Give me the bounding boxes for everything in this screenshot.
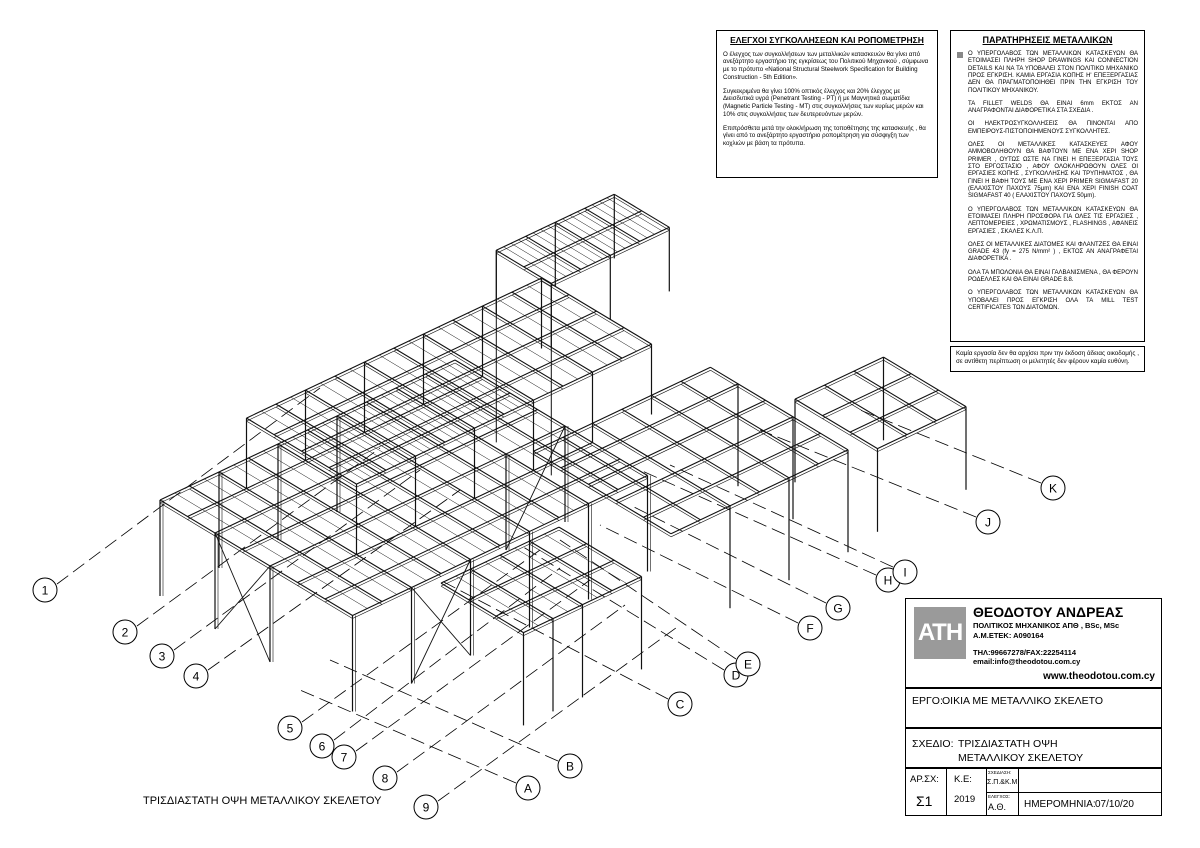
drawing-value-line1: ΤΡΙΣΔΙΑΣΤΑΤΗ ΟΨΗ xyxy=(958,738,1058,750)
grid-axis-lines xyxy=(56,387,1042,802)
grid-bubble-6-label: 6 xyxy=(319,740,326,754)
grid-bubble-K: K xyxy=(1040,475,1066,501)
permit-warning-text: Καμία εργασία δεν θα αρχίσει πριν την έκ… xyxy=(956,350,1139,366)
grid-bubble-9: 9 xyxy=(413,794,439,820)
firm-logo: ΑΤΗ xyxy=(914,607,966,659)
welding-notes-box: ΕΛΕΓΧΟΙ ΣΥΓΚΟΛΛΗΣΕΩΝ ΚΑΙ ΡΟΠΟΜΕΤΡΗΣΗ Ο έ… xyxy=(716,30,938,178)
grid-bubble-5: 5 xyxy=(277,715,303,741)
grid-bubble-4-label: 4 xyxy=(193,670,200,684)
grid-bubble-1-label: 1 xyxy=(42,584,49,598)
sheet-number-value: Σ1 xyxy=(916,793,933,809)
grid-bubble-A: A xyxy=(515,775,541,801)
grid-bubble-2: 2 xyxy=(112,619,138,645)
steel-notes-box: ΠΑΡΑΤΗΡΗΣΕΙΣ ΜΕΤΑΛΛΙΚΩΝ Ο ΥΠΕΡΓΟΛΑΒΟΣ ΤΩ… xyxy=(950,30,1145,342)
grid-bubble-G: G xyxy=(825,595,851,621)
ke-label: Κ.Ε: xyxy=(954,774,972,785)
grid-bubble-7-label: 7 xyxy=(341,751,348,765)
grid-bubble-F: F xyxy=(797,615,823,641)
firm-phone: ΤΗΛ:99667278/FAX:22254114 xyxy=(973,648,1076,657)
steel-frame-3d xyxy=(159,193,967,726)
firm-credentials: ΠΟΛΙΤΙΚΟΣ ΜΗΧΑΝΙΚΟΣ ΑΠΘ , BSc, MSc xyxy=(973,621,1120,630)
bullet-square-icon xyxy=(957,51,963,58)
date-value: 07/10/20 xyxy=(1095,799,1134,810)
grid-bubble-1: 1 xyxy=(32,577,58,603)
grid-bubble-C-label: C xyxy=(676,698,685,712)
checked-by-label: ΕΛΕΓΧΟΣ: xyxy=(988,794,1011,799)
grid-bubbles: 1 2 3 4 5 6 7 8 9 A B C DE F G HI J K xyxy=(32,475,1066,820)
grid-bubble-8: 8 xyxy=(372,765,398,791)
steel-note-4: ΟΛΕΣ ΟΙ ΜΕΤΑΛΛΙΚΕΣ ΚΑΤΑΣΚΕΥΕΣ ΑΦΟΥ ΑΜΜΟΒ… xyxy=(968,142,1138,200)
grid-bubble-7: 7 xyxy=(331,744,357,770)
drawing-label: ΣΧΕΔΙΟ: xyxy=(912,738,954,750)
steel-notes-title: ΠΑΡΑΤΗΡΗΣΕΙΣ ΜΕΤΑΛΛΙΚΩΝ xyxy=(982,35,1113,45)
grid-bubble-G-label: G xyxy=(833,602,842,616)
steel-note-1: Ο ΥΠΕΡΓΟΛΑΒΟΣ ΤΩΝ ΜΕΤΑΛΛΙΚΩΝ ΚΑΤΑΣΚΕΥΩΝ … xyxy=(968,50,1138,94)
checked-by-value: Α.Θ. xyxy=(988,802,1007,812)
project-label: ΕΡΓΟ: xyxy=(912,695,943,707)
grid-bubble-3: 3 xyxy=(149,643,175,669)
grid-bubble-J-label: J xyxy=(985,516,991,530)
drawn-by-value: Σ.Π.&Κ.Μ. xyxy=(987,779,1020,786)
ke-value: 2019 xyxy=(954,794,976,805)
welding-notes-title: ΕΛΕΓΧΟΙ ΣΥΓΚΟΛΛΗΣΕΩΝ ΚΑΙ ΡΟΠΟΜΕΤΡΗΣΗ xyxy=(730,35,924,45)
grid-bubble-F-label: F xyxy=(806,622,813,636)
grid-bubble-5-label: 5 xyxy=(287,722,294,736)
welding-note-2: Συγκεκριμένα θα γίνει 100% οπτικός έλεγχ… xyxy=(723,87,924,118)
grid-bubble-H-label: H xyxy=(884,574,893,588)
firm-stamp-box: ΑΤΗ ΘΕΟΔΟΤΟΥ ΑΝΔΡΕΑΣ ΠΟΛΙΤΙΚΟΣ ΜΗΧΑΝΙΚΟΣ… xyxy=(905,598,1162,688)
grid-bubble-4: 4 xyxy=(183,663,209,689)
grid-bubble-I-label: I xyxy=(903,566,906,580)
welding-note-3: Επιπρόσθετα μετά την ολοκλήρωση της τοπο… xyxy=(723,124,926,148)
firm-email: email:info@theodotou.com.cy xyxy=(973,657,1081,666)
steel-note-3: ΟΙ ΗΛΕΚΤΡΟΣΥΓΚΟΛΛΗΣΕΙΣ ΘΑ ΠΙΝΟΝΤΑΙ ΑΠΟ Ε… xyxy=(968,121,1138,135)
steel-note-2: ΤΑ FILLET WELDS ΘΑ ΕΙΝΑΙ 6mm ΕΚΤΟΣ ΑΝ ΑΝ… xyxy=(968,100,1138,115)
steel-note-8: Ο ΥΠΕΡΓΟΛΑΒΟΣ ΤΩΝ ΜΕΤΑΛΛΙΚΩΝ ΚΑΤΑΣΚΕΥΩΝ … xyxy=(968,290,1138,312)
sheet-info-row: ΑΡ.ΣΧ: Σ1 Κ.Ε: 2019 ΣΧΕΔΙΑΣΗ: Σ.Π.&Κ.Μ. … xyxy=(905,768,1162,816)
drawing-row: ΣΧΕΔΙΟ: ΤΡΙΣΔΙΑΣΤΑΤΗ ΟΨΗ ΜΕΤΑΛΛΙΚΟΥ ΣΚΕΛ… xyxy=(905,728,1162,768)
grid-bubble-A-label: A xyxy=(524,782,532,796)
sheet-number-label: ΑΡ.ΣΧ: xyxy=(910,774,939,785)
drawing-value-line2: ΜΕΤΑΛΛΙΚΟΥ ΣΚΕΛΕΤΟΥ xyxy=(958,752,1084,764)
date-label: ΗΜΕΡΟΜΗΝΙΑ: xyxy=(1024,799,1096,810)
steel-note-6: ΟΛΕΣ ΟΙ ΜΕΤΑΛΛΙΚΕΣ ΔΙΑΤΟΜΕΣ ΚΑΙ ΦΛΑΝΤΖΕΣ… xyxy=(968,241,1138,263)
firm-registration: Α.Μ.ΕΤΕΚ: Α090164 xyxy=(973,631,1044,640)
grid-bubble-E-label: E xyxy=(744,658,752,672)
grid-bubble-B-label: B xyxy=(566,760,574,774)
grid-bubble-2-label: 2 xyxy=(122,626,129,640)
grid-bubble-9-label: 9 xyxy=(423,801,430,815)
steel-note-5: Ο ΥΠΕΡΓΟΛΑΒΟΣ ΤΩΝ ΜΕΤΑΛΛΙΚΩΝ ΚΑΤΑΣΚΕΥΩΝ … xyxy=(968,206,1138,235)
firm-logo-text: ΑΤΗ xyxy=(917,619,963,646)
project-value: ΟΙΚΙΑ ΜΕ ΜΕΤΑΛΛΙΚΟ ΣΚΕΛΕΤΟ xyxy=(942,695,1104,707)
grid-bubble-B: B xyxy=(557,753,583,779)
grid-bubble-J: J xyxy=(975,509,1001,535)
firm-website: www.theodotou.com.cy xyxy=(1043,671,1155,682)
grid-bubble-6: 6 xyxy=(309,733,335,759)
permit-warning-note: Καμία εργασία δεν θα αρχίσει πριν την έκ… xyxy=(950,346,1145,372)
grid-bubble-E: E xyxy=(735,651,761,677)
grid-bubble-3-label: 3 xyxy=(159,650,166,664)
grid-bubble-D-label: D xyxy=(732,669,741,683)
firm-name: ΘΕΟΔΟΤΟΥ ΑΝΔΡΕΑΣ xyxy=(973,604,1124,620)
steel-note-7: ΟΛΑ ΤΑ ΜΠΟΛΟΝΙΑ ΘΑ ΕΙΝΑΙ ΓΑΛΒΑΝΙΣΜΕΝΑ , … xyxy=(968,269,1138,284)
grid-bubble-K-label: K xyxy=(1049,482,1057,496)
grid-bubble-8-label: 8 xyxy=(382,772,389,786)
drawn-by-label: ΣΧΕΔΙΑΣΗ: xyxy=(988,770,1012,775)
drawing-caption: ΤΡΙΣΔΙΑΣΤΑΤΗ ΟΨΗ ΜΕΤΑΛΛΙΚΟΥ ΣΚΕΛΕΤΟΥ xyxy=(143,795,382,807)
grid-bubble-C: C xyxy=(667,691,693,717)
grid-bubble-I: I xyxy=(892,559,918,585)
welding-note-1: Ο έλεγχος των συγκολλήσεων των μεταλλικώ… xyxy=(723,50,929,81)
project-row: ΕΡΓΟ: ΟΙΚΙΑ ΜΕ ΜΕΤΑΛΛΙΚΟ ΣΚΕΛΕΤΟ xyxy=(905,688,1162,728)
